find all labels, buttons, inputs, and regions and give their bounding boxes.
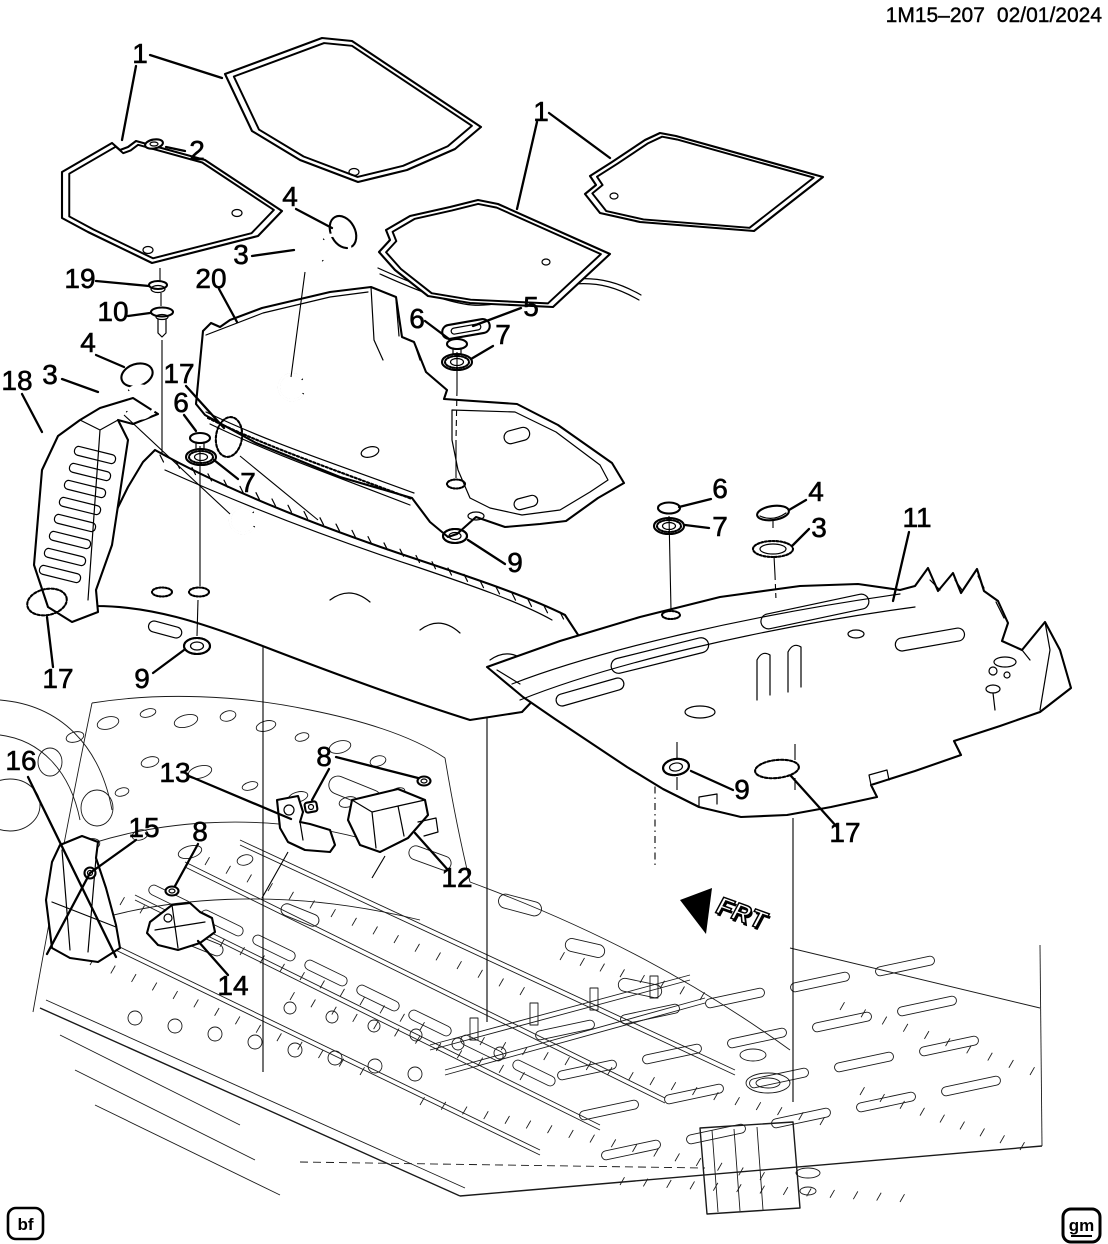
callout: 4: [808, 476, 824, 507]
part-front-floor-panel: [58, 448, 590, 722]
callout: 17: [42, 663, 73, 694]
frt-direction-indicator: FRT FRT: [680, 888, 774, 938]
callout: 16: [5, 745, 36, 776]
callout: 8: [192, 816, 208, 847]
callout: 9: [507, 547, 523, 578]
part-grommet-4-top: [328, 214, 358, 250]
callout: 20: [195, 263, 226, 294]
callout: 14: [217, 970, 248, 1001]
callout: 3: [42, 359, 58, 390]
callout: 6: [409, 303, 425, 334]
part-retainer-17-mid: [214, 416, 244, 458]
fastener-stack-right-a: [652, 501, 686, 621]
callout: 10: [97, 296, 128, 327]
callout: 18: [1, 365, 32, 396]
footer-logo-gm: gm: [1061, 1207, 1102, 1244]
footer-bf-label: bf: [17, 1215, 33, 1234]
part-retainer-17-bottom-left: [26, 587, 68, 617]
callout: 4: [80, 327, 96, 358]
frt-arrow-icon: [680, 888, 712, 934]
fastener-stack-center: [440, 337, 474, 478]
part-clip-3-top: [321, 233, 352, 268]
part-ring-9-bottom-right: [662, 742, 796, 790]
callout: 1: [132, 38, 148, 69]
callout: 11: [902, 502, 931, 533]
part-front-mat-lh: [60, 139, 284, 265]
part-ring-9-left: [182, 636, 212, 656]
callout: 3: [811, 512, 827, 543]
fastener-stack-right-b: [751, 504, 795, 601]
part-rear-mat-rh: [583, 131, 825, 233]
callout: 19: [64, 263, 95, 294]
part-retainer-2: [144, 138, 164, 150]
callout: 17: [829, 817, 860, 848]
callout: 17: [163, 358, 194, 389]
callout: 6: [173, 387, 189, 418]
part-bracket-13: [275, 794, 337, 854]
callout: 7: [240, 467, 256, 498]
callout: 2: [189, 135, 205, 166]
leader-lines: [20, 53, 911, 977]
callout: 6: [712, 473, 728, 504]
callout: 8: [316, 741, 332, 772]
callout: 15: [128, 812, 159, 843]
part-nut-19: [147, 279, 169, 294]
callout: 13: [159, 757, 190, 788]
callout: 4: [282, 181, 298, 212]
footer-code-bf: bf: [6, 1206, 45, 1241]
callout: 9: [134, 663, 150, 694]
callout: 5: [523, 291, 539, 322]
callout: 7: [495, 319, 511, 350]
part-washer-8-right: [416, 775, 432, 787]
callout: 3: [233, 239, 249, 270]
part-bracket-16: [44, 834, 122, 964]
callout-labels: 1 1 2 4 3 19 20 10 4 3 18 17 6 5 6 7 7 6…: [1, 38, 932, 1002]
part-clip-3-left: [125, 384, 158, 420]
part-push-pin-10: [149, 306, 175, 338]
callout: 12: [441, 862, 472, 893]
part-rear-floor-panel-11: [485, 566, 1073, 819]
footer-gm-label: gm: [1069, 1216, 1095, 1235]
part-footrest-pad-12: [346, 787, 439, 854]
part-sill-insulator-18: [32, 396, 160, 624]
part-nut-8: [303, 800, 319, 814]
fastener-stack-left: [184, 431, 218, 586]
callout: 7: [712, 511, 728, 542]
part-front-carpet-20: [194, 285, 626, 539]
part-ring-9-center: [441, 527, 469, 545]
part-front-mat-rh: [223, 36, 483, 184]
part-bracket-14: [145, 901, 217, 952]
part-washer-8-left: [164, 885, 180, 897]
part-retainer-17-bottom-right: [754, 758, 800, 780]
part-rear-mat-lh: [377, 198, 612, 309]
callout: 9: [734, 774, 750, 805]
callout: 1: [533, 96, 549, 127]
